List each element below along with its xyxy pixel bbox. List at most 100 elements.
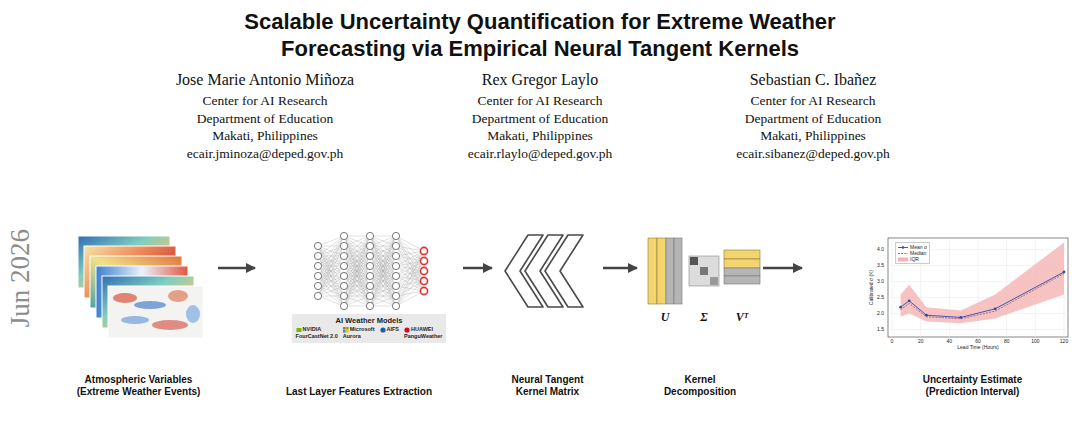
tick-label: 3.0 xyxy=(864,278,884,285)
weather-map-stack xyxy=(78,236,203,338)
mean-marker xyxy=(1063,271,1066,274)
network-link xyxy=(370,236,396,286)
network-link xyxy=(318,266,344,296)
neuron xyxy=(420,287,427,294)
network-link xyxy=(318,256,344,306)
neuron xyxy=(314,262,321,269)
legend-line-sample xyxy=(898,245,908,250)
tick-label: 100 xyxy=(1025,338,1045,345)
neuron xyxy=(366,302,373,309)
neuron xyxy=(366,272,373,279)
neuron xyxy=(340,242,347,249)
neuron xyxy=(340,302,347,309)
neuron xyxy=(392,252,399,259)
network-link xyxy=(370,276,396,306)
stage-caption: (Prediction Interval) xyxy=(926,386,1020,398)
model-logo: MicrosoftAurora xyxy=(343,326,375,340)
legend-line-sample xyxy=(898,251,908,256)
network-link xyxy=(396,236,424,271)
network-link xyxy=(344,236,370,246)
legend-entry: IQR xyxy=(898,256,927,262)
grid-line xyxy=(888,329,1068,330)
stage-caption: Neural Tangent Kernel Matrix xyxy=(495,374,600,398)
axis-label: Lead Time (Hours) xyxy=(928,344,1028,351)
neuron xyxy=(340,282,347,289)
logo-row: NVIDIAFourCastNet 2.0 MicrosoftAurora AIFS… xyxy=(296,326,443,340)
network-link xyxy=(344,236,370,286)
network-link xyxy=(396,251,424,306)
model-name: Aurora xyxy=(343,333,361,340)
network-link xyxy=(396,246,424,261)
stage-box: Atmospheric Variables(Extreme Weather Ev… xyxy=(62,228,215,400)
neuron xyxy=(314,292,321,299)
network-link xyxy=(370,256,396,306)
stage-caption: Uncertainty Estimate xyxy=(923,374,1022,386)
neuron xyxy=(314,272,321,279)
network-link xyxy=(318,236,344,286)
stage-caption: Atmospheric Variables xyxy=(85,374,193,386)
tick-label: 20 xyxy=(911,338,931,345)
model-name: NVIDIA xyxy=(303,326,322,333)
network-link xyxy=(318,286,344,296)
neuron xyxy=(420,267,427,274)
iqr-band xyxy=(901,243,1064,324)
flow-arrow xyxy=(603,267,637,270)
legend-text: IQR xyxy=(910,256,919,262)
neuron xyxy=(392,292,399,299)
neuron xyxy=(366,252,373,259)
legend-entry: Mean σ xyxy=(898,244,927,250)
neuron xyxy=(340,272,347,279)
neuron xyxy=(392,242,399,249)
model-name: FourCastNet 2.0 xyxy=(296,333,338,340)
network-link xyxy=(344,236,370,266)
model-name: AIFS xyxy=(387,326,400,333)
network-link xyxy=(396,271,424,306)
author-email: ecair.sibanez@deped.gov.ph xyxy=(688,145,938,162)
neuron xyxy=(366,292,373,299)
network-link xyxy=(396,261,424,306)
stage-caption: (Extreme Weather Events) xyxy=(77,386,201,398)
neuron xyxy=(314,282,321,289)
neuron xyxy=(392,232,399,239)
neuron xyxy=(366,242,373,249)
stage-caption: Last Layer Features Extraction xyxy=(286,386,432,398)
uncertainty-chart xyxy=(888,238,1068,337)
author-name: Jose Marie Antonio Miñoza xyxy=(140,70,390,89)
grid-line xyxy=(892,238,893,337)
legend-line xyxy=(898,253,908,254)
author-affiliation: Department of Education xyxy=(688,110,938,127)
neuron xyxy=(314,252,321,259)
neuron xyxy=(314,242,321,249)
author-affiliation: Makati, Philippines xyxy=(140,127,390,144)
flow-arrow xyxy=(463,267,492,270)
network-link xyxy=(396,236,424,251)
network-link xyxy=(370,236,396,266)
author-email: ecair.rlaylo@deped.gov.ph xyxy=(415,145,665,162)
author-affiliation: Makati, Philippines xyxy=(415,127,665,144)
tick-label: 2.5 xyxy=(864,294,884,301)
tick-label: 80 xyxy=(997,338,1017,345)
logo-icon xyxy=(380,327,386,333)
author-affiliation: Makati, Philippines xyxy=(688,127,938,144)
ntk-chevrons xyxy=(505,235,583,307)
neuron xyxy=(392,262,399,269)
network-link xyxy=(318,296,344,306)
network-link xyxy=(344,276,370,306)
network-link xyxy=(344,276,370,306)
network-link xyxy=(318,246,344,296)
model-name: Microsoft xyxy=(350,326,375,333)
matrix-symbol: U xyxy=(653,310,677,324)
network-link xyxy=(396,281,424,306)
stage-box: Uncertainty Estimate(Prediction Interval… xyxy=(805,228,1075,400)
network-link xyxy=(396,291,424,306)
tick-label: 40 xyxy=(939,338,959,345)
author-email: ecair.jminoza@deped.gov.ph xyxy=(140,145,390,162)
svd-matrices xyxy=(648,238,760,304)
model-logo: HUAWEIPanguWeather xyxy=(404,326,442,340)
tick-label: 4.0 xyxy=(864,246,884,253)
neuron xyxy=(420,277,427,284)
network-link xyxy=(396,236,424,291)
mean-line xyxy=(901,272,1064,317)
box-heading: AI Weather Models xyxy=(296,316,443,326)
author-affiliation: Center for AI Research xyxy=(415,92,665,109)
